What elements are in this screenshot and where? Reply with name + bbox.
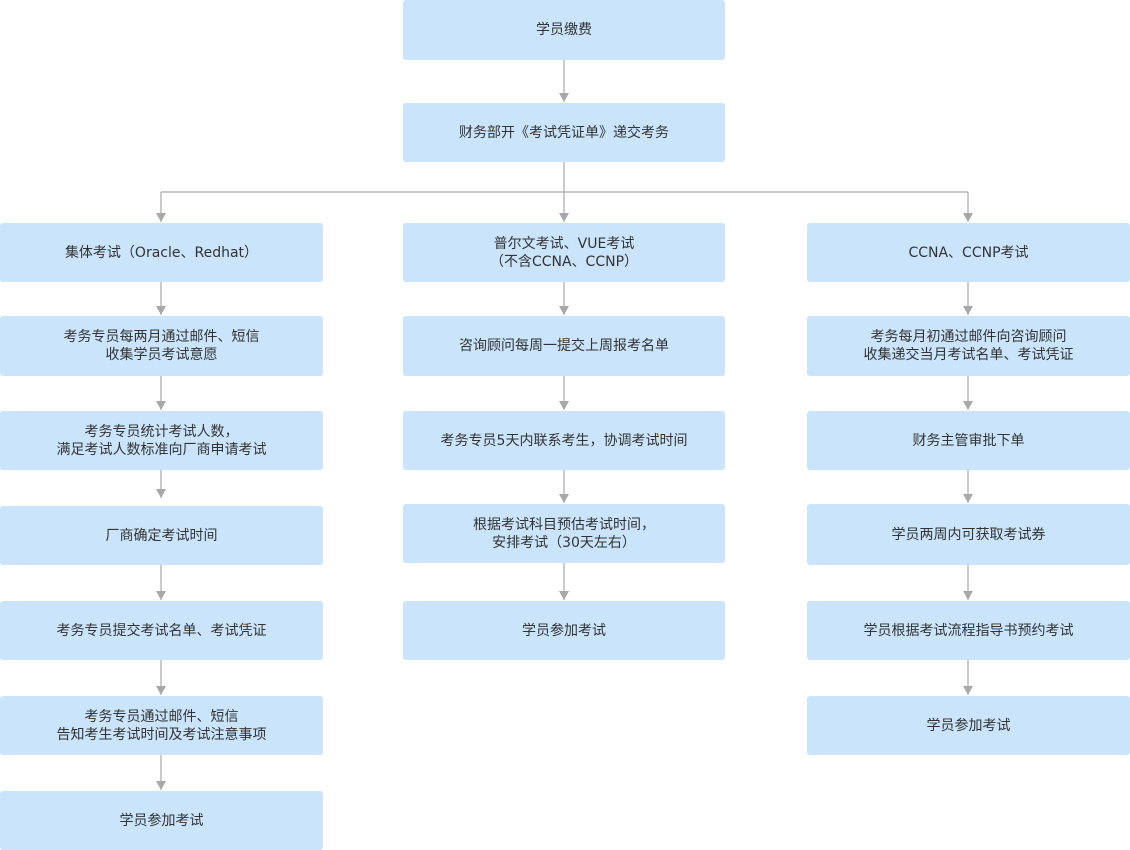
node-student-payment: 学员缴费 (403, 0, 725, 60)
node-group-step-6: 学员参加考试 (0, 791, 323, 850)
node-prometric-step-2: 考务专员5天内联系考生，协调考试时间 (403, 411, 725, 470)
node-group-step-3: 厂商确定考试时间 (0, 506, 323, 565)
node-cisco-title: CCNA、CCNP考试 (807, 223, 1130, 282)
node-group-step-4: 考务专员提交考试名单、考试凭证 (0, 601, 323, 660)
node-cisco-step-4: 学员根据考试流程指导书预约考试 (807, 601, 1130, 660)
node-finance-voucher: 财务部开《考试凭证单》递交考务 (403, 103, 725, 162)
node-cisco-step-5: 学员参加考试 (807, 696, 1130, 755)
node-group-exam-title: 集体考试（Oracle、Redhat） (0, 223, 323, 282)
node-group-step-1: 考务专员每两月通过邮件、短信 收集学员考试意愿 (0, 316, 323, 376)
node-group-step-2: 考务专员统计考试人数， 满足考试人数标准向厂商申请考试 (0, 411, 323, 470)
node-cisco-step-2: 财务主管审批下单 (807, 411, 1130, 470)
node-cisco-step-1: 考务每月初通过邮件向咨询顾问 收集递交当月考试名单、考试凭证 (807, 316, 1130, 376)
node-cisco-step-3: 学员两周内可获取考试券 (807, 504, 1130, 565)
node-group-step-5: 考务专员通过邮件、短信 告知考生考试时间及考试注意事项 (0, 696, 323, 755)
node-prometric-title: 普尔文考试、VUE考试 （不含CCNA、CCNP） (403, 223, 725, 282)
node-prometric-step-1: 咨询顾问每周一提交上周报考名单 (403, 316, 725, 376)
node-prometric-step-4: 学员参加考试 (403, 601, 725, 660)
node-prometric-step-3: 根据考试科目预估考试时间， 安排考试（30天左右） (403, 504, 725, 563)
